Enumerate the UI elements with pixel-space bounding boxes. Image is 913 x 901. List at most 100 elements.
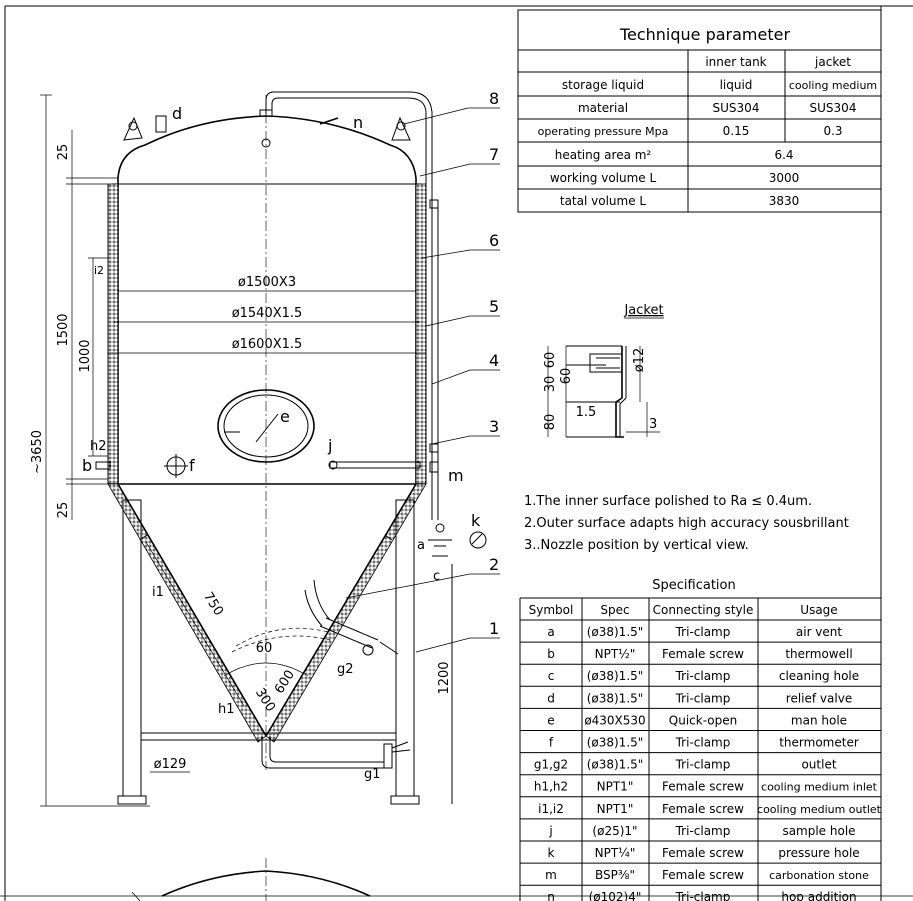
dim-cone-angle: 60 [256,641,273,656]
jacket-detail: Jacket 60 30 60 80 1.5 ø12 3 [543,303,664,438]
jacket-dim: 60 [543,352,558,369]
spec-cell: Female screw [662,846,744,860]
spec-cell: (ø38)1.5" [587,669,644,683]
callout-8: 8 [489,89,499,108]
spec-cell: Tri-clamp [675,758,731,772]
callout-7: 7 [489,145,499,164]
technique-row-inner: 0.15 [723,124,750,138]
jacket-dim: ø12 [632,348,647,373]
diameter-outer: ø1600X1.5 [232,337,303,352]
spec-cell: Female screw [662,868,744,882]
technique-col-jacket: jacket [814,55,851,69]
nozzle-label-d: d [172,104,182,123]
jacket-dim: 80 [543,414,558,431]
spec-cell: (ø38)1.5" [587,758,644,772]
spec-cell: NPT¼" [595,846,636,860]
spec-cell: m [545,868,557,882]
spec-cell: (ø38)1.5" [587,736,644,750]
dim-jacket-height: 1000 [78,339,93,372]
spec-cell: thermometer [779,736,859,750]
drawing-frame [0,5,913,901]
dim-cylinder-height: 1500 [56,313,71,346]
technique-row-jacket: 0.3 [823,124,842,138]
spec-cell: (ø102)4" [589,890,642,901]
technique-row-jacket: SUS304 [810,101,857,115]
spec-cell: hop addition [781,890,856,901]
nozzle-label-f: f [189,456,195,475]
note-line: 1.The inner surface polished to Ra ≤ 0.4… [524,494,812,509]
spec-cell: Quick-open [669,713,737,727]
spec-cell: carbonation stone [769,869,869,882]
spec-cell: h1,h2 [534,780,568,794]
tank-elevation [95,91,487,805]
spec-cell: cooling medium inlet [761,781,878,794]
spec-cell: pressure hole [778,846,859,860]
spec-cell: NPT1" [597,802,634,816]
jacket-dim: 1.5 [576,405,597,420]
insulation-left [107,183,119,485]
dim-overall: ~3650 [30,430,45,474]
technique-col-inner: inner tank [705,55,766,69]
nozzle-label-c: c [433,569,440,584]
nozzle-label-i1: i1 [152,585,164,600]
spec-cell: Tri-clamp [675,691,731,705]
callout-2: 2 [489,555,499,574]
nozzle-label-h1: h1 [218,702,235,717]
dim-leg-diameter: ø129 [154,757,187,772]
technique-row-label: tatal volume L [560,194,647,208]
bottom-partial-view [131,858,371,901]
spec-cell: man hole [791,713,847,727]
spec-cell: Tri-clamp [675,824,731,838]
jacket-dim: 30 [543,376,558,393]
spec-table-title: Specification [652,578,735,593]
spec-cell: ø430X530 [584,713,645,727]
callout-6: 6 [489,231,499,250]
spec-cell: n [547,890,555,901]
spec-cell: outlet [801,758,836,772]
spec-cell: (ø25)1" [592,824,637,838]
nozzle-label-k: k [471,511,481,530]
spec-cell: Tri-clamp [675,736,731,750]
diameter-inner: ø1500X3 [238,275,296,290]
nozzle-labels: d n i2 h2 b f e j m k a c i1 g2 h1 g1 [82,104,481,782]
spec-cell: (ø38)1.5" [587,625,644,639]
spec-cell: e [547,713,554,727]
dim-bottom-gap: 25 [56,502,71,519]
spec-cell: Female screw [662,802,744,816]
nozzle-label-m: m [448,466,464,485]
spec-cell: sample hole [782,824,855,838]
spec-header-cell: Usage [800,603,837,617]
notes: 1.The inner surface polished to Ra ≤ 0.4… [524,494,849,553]
diameter-dimensions: ø1500X3 ø1540X1.5 ø1600X1.5 [108,275,426,354]
spec-cell: f [549,736,554,750]
spec-cell: (ø38)1.5" [587,691,644,705]
spec-cell: c [548,669,555,683]
part-callouts: 8 7 6 5 4 3 2 1 [345,89,500,653]
spec-cell: d [547,691,555,705]
callout-1: 1 [489,619,499,638]
leg-left [122,499,142,797]
callout-5: 5 [489,297,499,316]
spec-cell: NPT½" [595,647,636,661]
spec-cell: j [548,824,552,838]
spec-cell: k [548,846,555,860]
technique-row-inner: liquid [720,78,753,92]
technique-row-label: heating area m² [555,148,652,162]
nozzle-label-g1: g1 [364,767,381,782]
spec-cell: b [547,647,555,661]
note-line: 2.Outer surface adapts high accuracy sou… [524,516,849,531]
nozzle-label-h2: h2 [90,439,107,454]
jacket-dim: 3 [649,417,657,432]
nozzle-label-g2: g2 [337,662,354,677]
specification-table: Specification Symbol Spec Connecting sty… [519,578,882,901]
spec-cell: i1,i2 [538,802,564,816]
technique-row-label: storage liquid [562,78,644,92]
diameter-middle: ø1540X1.5 [232,306,303,321]
spec-cell: BSP⅜" [595,868,635,882]
manhole [217,389,315,463]
cip-pipe [265,91,433,520]
technique-row-value: 6.4 [774,148,793,162]
dim-leg-height: 1200 [437,661,452,694]
